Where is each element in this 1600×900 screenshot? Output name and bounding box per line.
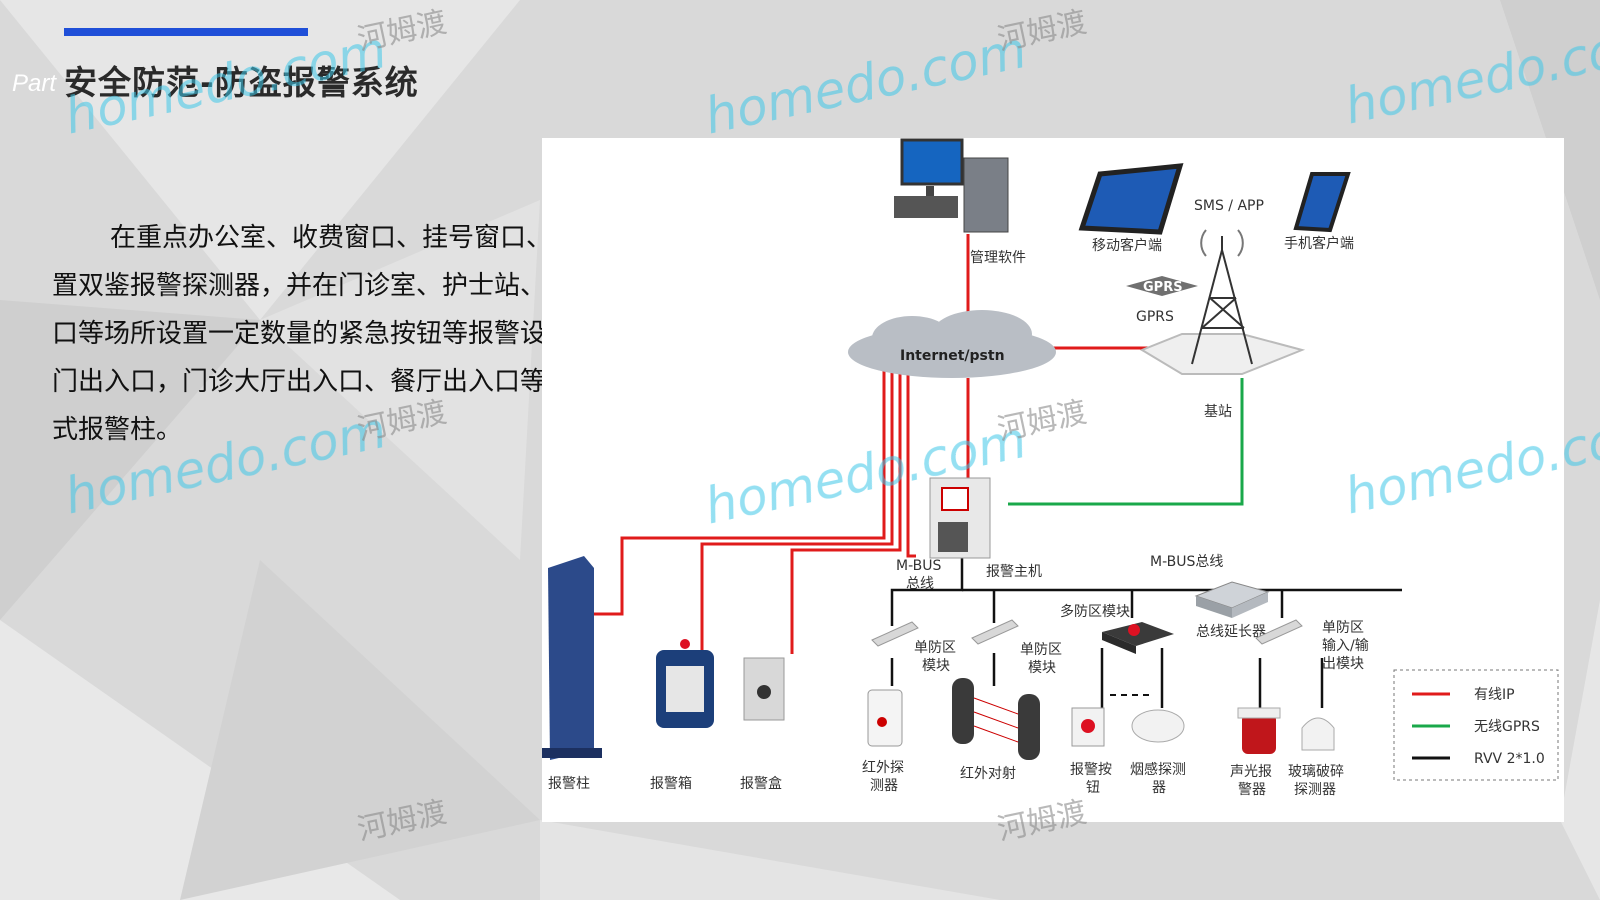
single-zone-module-a-icon xyxy=(871,621,919,647)
alarm-system-diagram: 管理软件 移动客户端 SMS / APP 手机客户端 GPRS GPRS 基站 … xyxy=(542,138,1564,822)
tablet-icon xyxy=(1078,163,1184,235)
label-multi-zone-module: 多防区模块 xyxy=(1060,603,1130,620)
alarm-host-icon xyxy=(929,477,991,559)
legend-label-rvv: RVV 2*1.0 xyxy=(1474,751,1545,767)
wireless-gprs-line xyxy=(1008,378,1244,506)
bus-extender-icon xyxy=(1194,581,1270,618)
label-phone-client: 手机客户端 xyxy=(1284,235,1354,252)
label-single-zone-io-1: 单防区 xyxy=(1322,620,1364,636)
alarm-case-icon xyxy=(743,657,785,721)
label-ir-beam: 红外对射 xyxy=(960,766,1016,782)
label-alarm-button-1: 报警按 xyxy=(1070,762,1112,778)
base-station-icon xyxy=(1139,229,1306,375)
label-management-software: 管理软件 xyxy=(970,250,1026,266)
legend-label-wired-ip: 有线IP xyxy=(1474,687,1515,703)
glass-break-detector-icon xyxy=(1301,717,1335,751)
legend: 有线IP 无线GPRS RVV 2*1.0 xyxy=(1393,669,1559,781)
label-single-zone-b-2: 模块 xyxy=(1028,660,1056,676)
label-sms-app: SMS / APP xyxy=(1194,198,1264,214)
label-single-zone-a-2: 模块 xyxy=(922,658,950,674)
label-alarm-box: 报警箱 xyxy=(650,776,692,792)
label-glass-break-1: 玻璃破碎 xyxy=(1288,763,1344,780)
label-mobile-client: 移动客户端 xyxy=(1092,237,1162,254)
single-zone-io-module-icon xyxy=(1255,619,1303,645)
smoke-detector-icon xyxy=(1131,709,1185,743)
multi-zone-module-icon xyxy=(1102,622,1174,654)
alarm-button-icon xyxy=(1071,707,1105,747)
label-base-station: 基站 xyxy=(1204,403,1232,420)
label-single-zone-io-2: 输入/输 xyxy=(1322,638,1369,654)
gprs-badge-text: GPRS xyxy=(1143,280,1183,295)
cloud-icon xyxy=(848,310,1056,378)
label-smoke-detector-1: 烟感探测 xyxy=(1130,761,1186,778)
rvv-bus-lines xyxy=(890,556,1402,708)
label-alarm-button-2: 钮 xyxy=(1086,780,1100,796)
alarm-pillar-icon xyxy=(542,556,602,760)
part-label: Part xyxy=(12,70,57,97)
label-bus-extender: 总线延长器 xyxy=(1196,624,1266,640)
strobe-alarm-icon xyxy=(1237,707,1281,754)
single-zone-module-b-icon xyxy=(971,619,1019,645)
label-ir-detector-2: 测器 xyxy=(870,778,898,794)
wired-ip-lines xyxy=(592,234,1154,654)
phone-icon xyxy=(1293,172,1351,233)
ir-beam-icon xyxy=(952,678,1040,760)
label-smoke-detector-2: 器 xyxy=(1152,780,1166,796)
label-alarm-case: 报警盒 xyxy=(740,775,782,792)
label-ir-detector-1: 红外探 xyxy=(862,760,904,776)
label-glass-break-2: 探测器 xyxy=(1294,782,1336,798)
alarm-box-icon xyxy=(656,639,714,728)
label-single-zone-a-1: 单防区 xyxy=(914,640,956,656)
computer-icon xyxy=(894,138,1009,233)
label-internet-pstn: Internet/pstn xyxy=(900,348,1005,364)
title-accent-bar xyxy=(64,28,308,36)
label-alarm-host: 报警主机 xyxy=(986,564,1042,580)
legend-label-wireless-gprs: 无线GPRS xyxy=(1474,719,1540,735)
label-gprs: GPRS xyxy=(1136,309,1174,325)
label-strobe-1: 声光报 xyxy=(1230,764,1272,780)
label-alarm-pillar: 报警柱 xyxy=(548,776,590,792)
label-mbus-left-1: M-BUS xyxy=(896,558,941,574)
label-single-zone-io-3: 出模块 xyxy=(1322,656,1364,672)
label-mbus-left-2: 总线 xyxy=(906,576,934,592)
ir-detector-icon xyxy=(867,689,903,747)
label-mbus-right: M-BUS总线 xyxy=(1150,554,1223,570)
gprs-badge-icon: GPRS xyxy=(1126,276,1198,296)
page-title: 安全防范-防盗报警系统 xyxy=(64,63,419,102)
label-strobe-2: 警器 xyxy=(1238,782,1266,798)
label-single-zone-b-1: 单防区 xyxy=(1020,642,1062,658)
